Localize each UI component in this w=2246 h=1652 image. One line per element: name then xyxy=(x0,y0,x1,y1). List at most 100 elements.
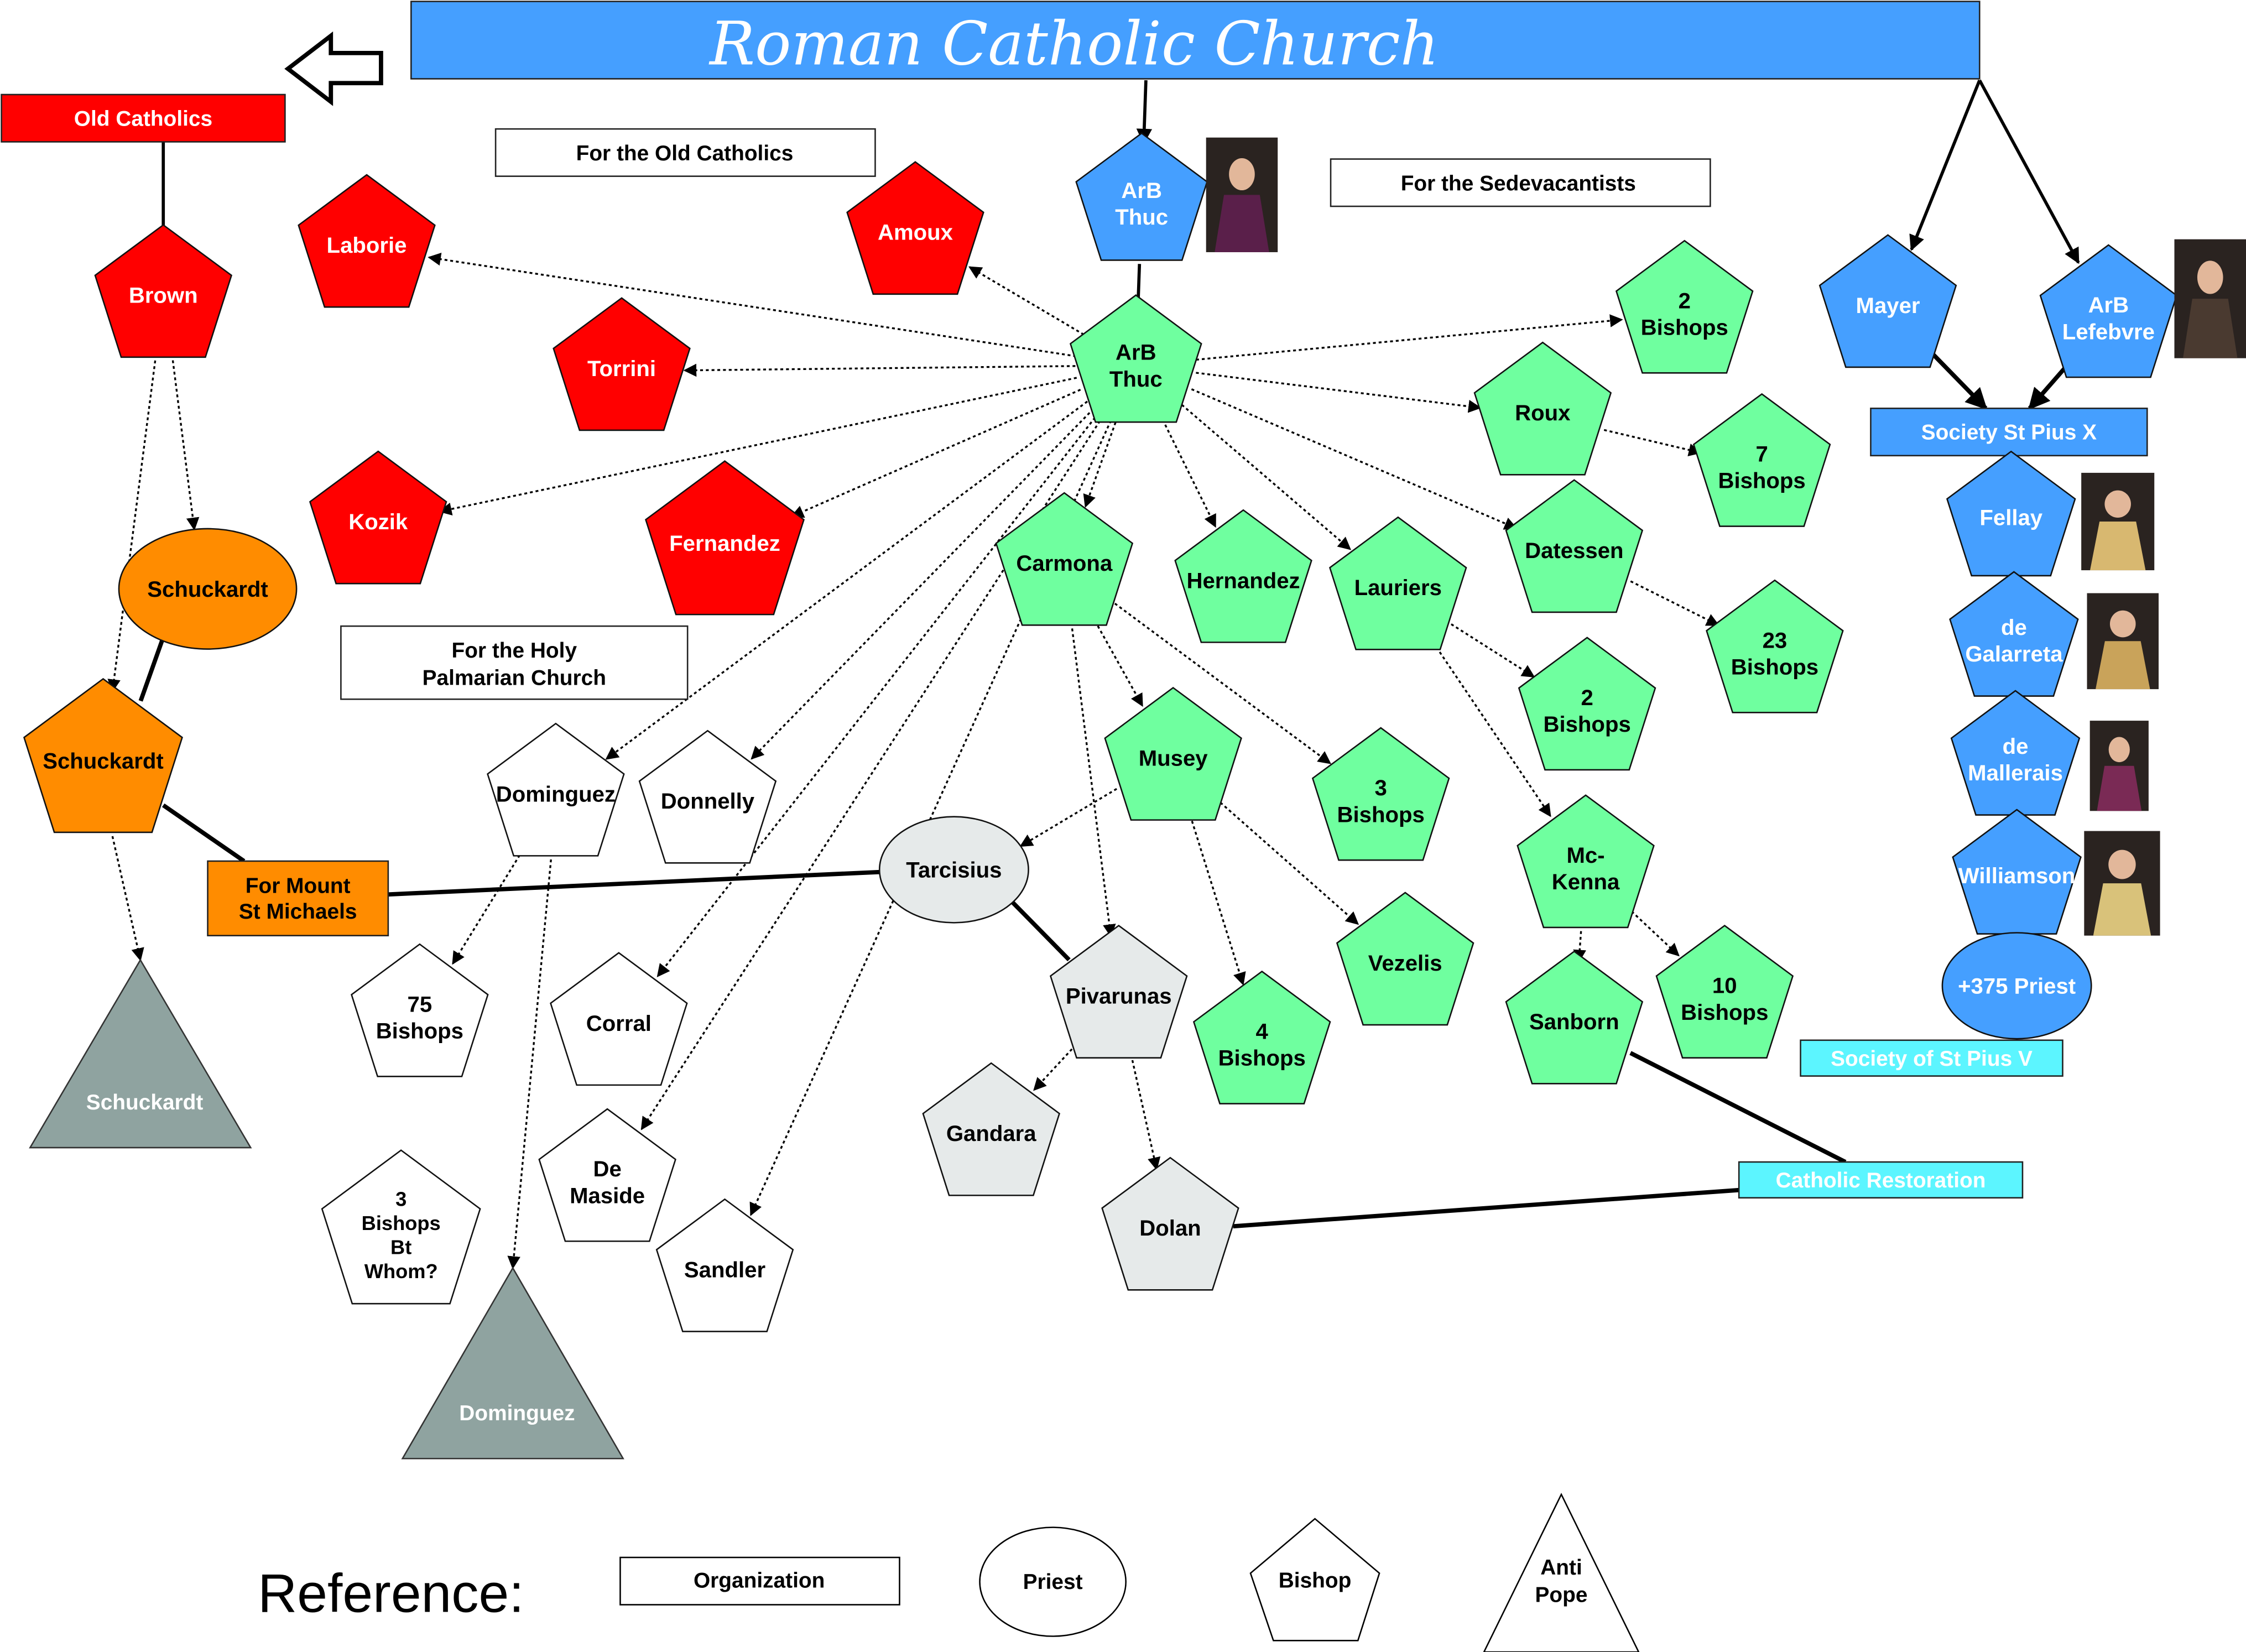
bishop-kozik[interactable]: Kozik xyxy=(309,450,447,585)
node-label: Dominguez xyxy=(496,781,616,806)
node-label: Bishops xyxy=(1731,654,1818,679)
node-label: 3 xyxy=(1375,775,1387,800)
node-label: Williamson xyxy=(1958,863,2075,888)
edge-title-anchor-thuc-to-thuc-top xyxy=(1136,80,1153,145)
label-text: For the Sedevacantists xyxy=(1401,172,1636,196)
bishop-pivarunas[interactable]: Pivarunas xyxy=(1049,924,1188,1059)
edge-dominguez-to-seventyfive-bishops xyxy=(452,850,524,965)
priest-priests-375[interactable]: +375 Priest xyxy=(1941,932,2092,1040)
bishop-mayer[interactable]: Mayer xyxy=(1818,234,1957,368)
node-label: Laborie xyxy=(327,233,407,258)
bishop-dolan[interactable]: Dolan xyxy=(1101,1156,1239,1291)
node-label: Old Catholics xyxy=(74,107,212,131)
bishop-carmona[interactable]: Carmona xyxy=(995,492,1134,626)
node-label: Thuc xyxy=(1109,367,1163,392)
title-bar: Roman Catholic Church xyxy=(410,1,1981,80)
legend-label: Pope xyxy=(1535,1583,1588,1607)
label-for-palmarian: For the Holy Palmarian Church xyxy=(340,625,689,700)
node-label: Sandler xyxy=(684,1257,765,1282)
edge-pivarunas-to-gandara xyxy=(1033,1044,1077,1091)
node-label: Donnelly xyxy=(661,789,755,814)
bishop-amoux[interactable]: Amoux xyxy=(846,161,984,295)
bishop-mckenna[interactable]: Mc-Kenna xyxy=(1517,794,1655,929)
bishop-pentagon xyxy=(1049,924,1188,1059)
bishop-fellay[interactable]: Fellay xyxy=(1946,450,2155,577)
node-label: Kozik xyxy=(348,509,408,534)
portrait-photo xyxy=(2081,472,2155,571)
org-society-st-pius-x[interactable]: Society St Pius X xyxy=(1870,408,2148,457)
node-label: Schuckardt xyxy=(43,749,164,774)
org-catholic-restoration[interactable]: Catholic Restoration xyxy=(1738,1161,2024,1199)
bishop-williamson[interactable]: Williamson xyxy=(1952,809,2160,936)
bishop-vezelis[interactable]: Vezelis xyxy=(1336,892,1474,1026)
bishop-pentagon xyxy=(1104,686,1242,821)
edge-thuc-to-donnelly xyxy=(751,408,1095,760)
bishop-schuckardt-b[interactable]: Schuckardt xyxy=(23,678,183,833)
node-label: Galarreta xyxy=(1965,642,2063,666)
edges-layer xyxy=(107,79,2080,1270)
antipope-triangle xyxy=(401,1267,624,1460)
bishop-roux[interactable]: Roux xyxy=(1473,341,1612,476)
org-old-catholics[interactable]: Old Catholics xyxy=(1,93,286,143)
bishop-pentagon xyxy=(550,952,688,1086)
antipope-schuckardt-ap[interactable]: Schuckardt xyxy=(29,958,252,1149)
priest-tarcisius[interactable]: Tarcisius xyxy=(878,816,1029,924)
bishop-sanborn[interactable]: Sanborn xyxy=(1505,950,1644,1085)
edge-lauriers-to-mckenna xyxy=(1432,642,1551,817)
bishop-pentagon xyxy=(1518,637,1656,771)
priest-schuckardt-p[interactable]: Schuckardt xyxy=(118,528,298,650)
edge-brown-to-schuckardt-p xyxy=(171,360,200,531)
bishop-corral[interactable]: Corral xyxy=(550,952,688,1086)
bishop-pentagon xyxy=(995,492,1134,626)
edge-dominguez-to-dominguez-ap xyxy=(507,859,552,1270)
node-label: Whom? xyxy=(364,1260,438,1283)
bishop-fernandez[interactable]: Fernandez xyxy=(645,460,805,616)
node-label: Lefebvre xyxy=(2062,319,2155,344)
node-label: Roux xyxy=(1515,400,1571,425)
bishop-hernandez[interactable]: Hernandez xyxy=(1174,509,1312,643)
org-society-of-st-pius-v[interactable]: Society of St Pius V xyxy=(1800,1039,2063,1077)
edge-title-anchor-mayer-to-mayer xyxy=(1909,80,1981,251)
node-label: Pivarunas xyxy=(1066,984,1172,1009)
portrait-photo xyxy=(2174,239,2246,358)
legend-label: Organization xyxy=(694,1568,825,1592)
antipope-dominguez-ap[interactable]: Dominguez xyxy=(401,1267,624,1460)
bishop-lauriers[interactable]: Lauriers xyxy=(1328,516,1467,650)
edge-lefebvre-to-society-st-pius-x xyxy=(2028,364,2069,410)
edge-roux-to-seven-bishops xyxy=(1603,429,1702,457)
bishop-musey[interactable]: Musey xyxy=(1104,686,1242,821)
edge-schuckardt-b-to-mount-st-michaels xyxy=(162,803,246,863)
node-label: Mallerais xyxy=(1968,760,2063,785)
node-label: St Michaels xyxy=(239,900,357,924)
bishop-torrini[interactable]: Torrini xyxy=(553,297,691,431)
bishop-laborie[interactable]: Laborie xyxy=(298,174,436,308)
edge-musey-to-vezelis xyxy=(1220,801,1359,925)
bishop-donnelly[interactable]: Donnelly xyxy=(638,729,777,864)
node-label: Bishops xyxy=(1718,468,1805,493)
bishop-datessen[interactable]: Datessen xyxy=(1505,479,1644,613)
bishop-sandler[interactable]: Sandler xyxy=(655,1198,794,1332)
node-label: +375 Priest xyxy=(1958,973,2076,998)
node-label: Bt xyxy=(390,1236,411,1259)
bishop-pentagon xyxy=(1505,950,1644,1085)
bishop-pentagon xyxy=(922,1062,1061,1196)
bishop-brown[interactable]: Brown xyxy=(94,224,233,358)
bishop-dominguez[interactable]: Dominguez xyxy=(487,722,625,857)
bishop-gandara[interactable]: Gandara xyxy=(922,1062,1061,1196)
